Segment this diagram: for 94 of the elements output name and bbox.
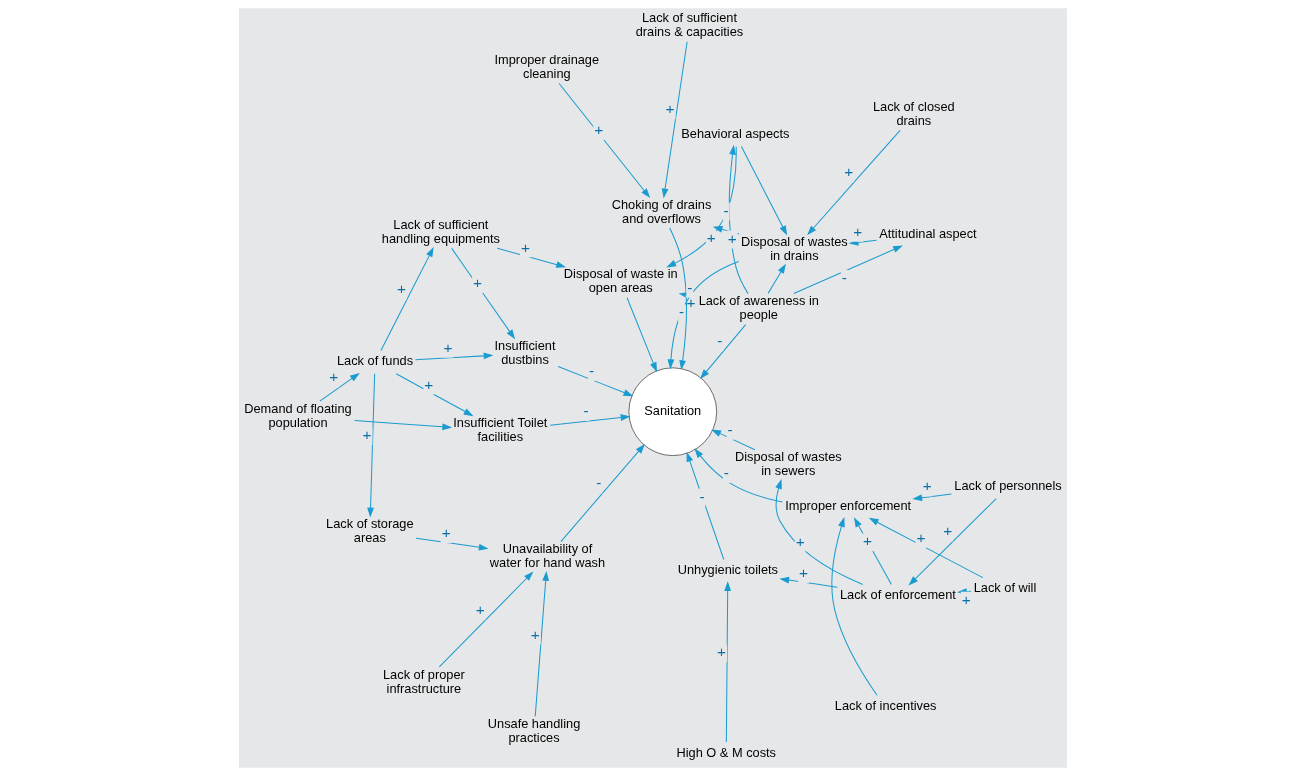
arrow (712, 226, 740, 235)
node-text: Disposal of waste in open areas (563, 266, 678, 296)
node-text: Insufficient dustbins (494, 337, 556, 367)
edge-label: + (329, 368, 339, 386)
arrow (367, 373, 376, 518)
arrow (549, 414, 631, 426)
arrow (807, 129, 901, 236)
node-text: Lack of storage areas (326, 515, 414, 545)
edge-label: + (853, 222, 863, 240)
arrow (319, 372, 360, 402)
node-text: Lack of sufficient handling equipments (381, 217, 500, 247)
node-text: Insufficient Toilet facilities (453, 415, 548, 445)
node-text: Improper enforcement (785, 498, 912, 514)
edge-label: - (727, 420, 733, 438)
edge-label: + (727, 229, 737, 247)
edge-label: + (686, 294, 696, 312)
edge-label: + (706, 229, 716, 247)
arrow (740, 145, 788, 236)
arrow (831, 517, 878, 696)
arrow (853, 517, 892, 585)
edge-label: - (841, 268, 847, 286)
node-text: High O & M costs (676, 744, 777, 760)
edge-label: + (795, 532, 805, 550)
edge-label: - (583, 401, 589, 419)
arrow (414, 352, 494, 361)
arrow (793, 245, 903, 295)
edge-label: + (424, 375, 434, 393)
edge-label: - (699, 487, 705, 505)
node-text: Lack of will (973, 580, 1037, 596)
arrow (868, 517, 984, 579)
arrow (354, 420, 453, 431)
edge-label: + (961, 590, 971, 608)
node-text: Disposal of wastes in drains (741, 233, 848, 263)
edge-label: + (844, 163, 854, 181)
edge-label: + (530, 625, 540, 643)
node-text: Unavailability of water for hand wash (489, 541, 606, 571)
arrow (626, 297, 657, 373)
node-text: Lack of proper infrastructure (383, 666, 465, 696)
node-text: Unsafe handling practices (487, 716, 581, 746)
node-text: Lack of funds (336, 353, 414, 369)
arrow (380, 247, 434, 351)
arrow (560, 444, 645, 543)
edge-label: + (441, 524, 451, 542)
arrow (912, 493, 952, 502)
edge-label: + (916, 529, 926, 547)
edge-label: + (521, 238, 530, 256)
arrow (711, 429, 756, 451)
arrow (908, 498, 997, 586)
edge-label: + (397, 280, 407, 298)
edge-label: + (443, 338, 453, 356)
edge-label: - (723, 201, 729, 219)
node-text: Choking of drains and overflows (611, 196, 712, 226)
edge-label: + (922, 477, 932, 495)
arrow (686, 451, 725, 560)
arrow (724, 581, 732, 743)
node-text: Behavioral aspects (681, 125, 790, 141)
edge-label: + (473, 274, 483, 292)
arrow (496, 247, 567, 268)
arrow (558, 83, 651, 199)
edge-label: + (594, 121, 604, 139)
node-text: Lack of personnels (954, 478, 1062, 494)
arrow (557, 366, 634, 397)
edge-label: - (723, 464, 729, 482)
edge-label: - (589, 362, 595, 380)
arrow (667, 260, 740, 370)
arrow (438, 571, 534, 668)
arrow (534, 571, 550, 718)
arrow (779, 576, 838, 588)
edge-label: + (475, 600, 485, 618)
node-text: Lack of enforcement (839, 587, 956, 603)
arrow (694, 448, 783, 503)
arrow (415, 537, 489, 551)
edge-label: + (665, 100, 675, 118)
edge-label: - (596, 474, 602, 492)
arrow (451, 247, 516, 340)
node-text: Lack of awareness in people (698, 293, 819, 323)
node-text: Attitudinal aspect (879, 225, 977, 241)
edge-label: + (799, 564, 809, 582)
node-text: Lack of incentives (834, 698, 937, 714)
edge-label: - (687, 278, 693, 296)
edge-label: - (679, 303, 685, 320)
edge-label: + (362, 426, 372, 444)
arrow (767, 263, 786, 294)
edge-label: + (943, 522, 953, 540)
edge-label: + (717, 643, 727, 661)
node-text: Lack of closed drains (872, 99, 955, 129)
node-text: Lack of sufficient drains & capacities (635, 10, 744, 40)
node-text: Improper drainage cleaning (494, 52, 600, 82)
arrow (700, 324, 747, 380)
node-text: Demand of floating population (244, 400, 352, 430)
node-text: Disposal of wastes in sewers (734, 449, 842, 479)
edge-label: - (717, 332, 723, 350)
node-text: Unhygienic toilets (677, 562, 778, 578)
edge-label: + (863, 532, 873, 550)
